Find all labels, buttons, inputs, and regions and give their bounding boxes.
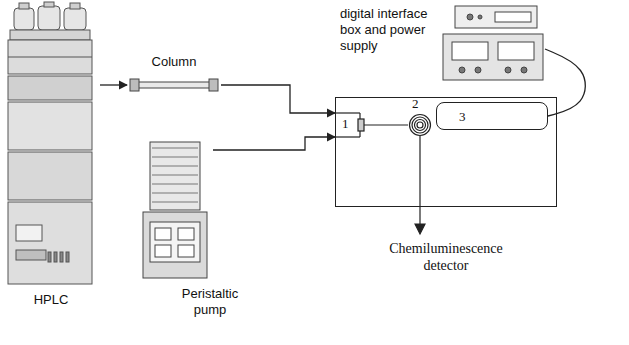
- node-label: HPLC: [5, 292, 97, 308]
- hplc-unit: HPLC: [5, 5, 97, 287]
- flow-arrow: [100, 84, 127, 85]
- pump-illustration: [143, 142, 207, 278]
- wire: [545, 49, 585, 116]
- callout-number: 2: [412, 96, 419, 111]
- flow-arrow: [221, 85, 335, 113]
- flow-cell: 3: [436, 102, 548, 130]
- peristaltic-pump: Peristaltic pump: [140, 140, 210, 280]
- node-label: digital interface box and power supply: [340, 6, 432, 54]
- power-supply-illustration: [443, 6, 543, 80]
- callout-number: 1: [342, 116, 349, 131]
- hplc-illustration: [8, 2, 92, 284]
- node-label: Peristaltic pump: [170, 286, 250, 318]
- power-supply: digital interface box and power supply: [440, 5, 545, 83]
- node-label: 3: [459, 109, 519, 125]
- detector-internals: [335, 113, 431, 234]
- node-label: Chemiluminescence detector: [376, 240, 516, 274]
- flow-arrow: [213, 137, 335, 150]
- node-label: Column: [130, 54, 218, 70]
- detector-housing: Chemiluminescence detector3: [335, 97, 557, 207]
- column-illustration: [130, 79, 218, 91]
- column: Column: [130, 78, 218, 92]
